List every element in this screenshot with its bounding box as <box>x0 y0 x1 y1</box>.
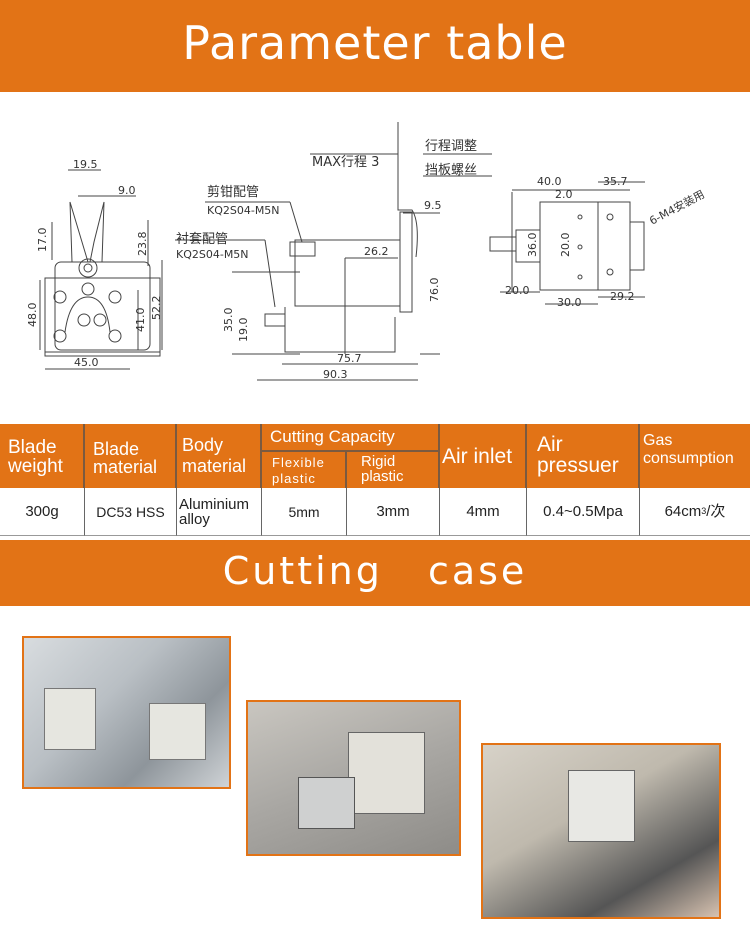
header-text: plastic <box>272 471 316 486</box>
header-text: weight <box>8 456 63 477</box>
dim-front-1: 19.5 <box>73 158 98 171</box>
dim-side-7: 90.3 <box>323 368 348 381</box>
dim-top-5: 20.0 <box>559 233 572 258</box>
header-text: Gas <box>643 432 673 449</box>
cutter-body <box>348 732 425 814</box>
cutter-blade <box>298 777 355 829</box>
cutter-body <box>568 770 635 842</box>
max-stroke-label: MAX行程 3 <box>312 155 379 170</box>
mount-label: 6-M4安装用 <box>647 187 707 228</box>
value-blade-material: DC53 HSS <box>85 488 177 536</box>
section-title: Cutting case <box>222 549 528 593</box>
dim-top-4: 36.0 <box>526 233 539 258</box>
header-text: Blade <box>8 437 57 458</box>
value-text: alloy <box>179 510 210 528</box>
header-text: pressuer <box>537 454 619 477</box>
case-photo-2 <box>246 700 461 856</box>
dim-front-7: 52.2 <box>150 296 163 321</box>
header-text: Rigid <box>361 453 396 470</box>
header-text: Air <box>537 433 563 456</box>
dim-side-1: 9.5 <box>424 199 442 212</box>
dim-front-3: 17.0 <box>36 228 49 253</box>
dim-top-2: 35.7 <box>603 175 628 188</box>
case-photo-3 <box>481 743 721 919</box>
value-air-inlet: 4mm <box>440 488 527 536</box>
dim-front-8: 45.0 <box>74 356 99 369</box>
value-rigid-plastic: 3mm <box>347 488 440 536</box>
header-text: plastic <box>361 468 404 485</box>
parameter-table-banner: Parameter table <box>0 0 750 92</box>
dim-side-5: 19.0 <box>237 318 250 343</box>
dim-side-6: 75.7 <box>337 352 362 365</box>
adjust-label-1: 行程调整 <box>425 139 477 154</box>
header-text: material <box>182 456 247 476</box>
header-text: consumption <box>643 450 734 467</box>
value-flexible-plastic: 5mm <box>262 488 347 536</box>
header-cutting-capacity: Cutting Capacity <box>262 424 440 452</box>
header-text: Flexible <box>272 455 325 470</box>
banner-title: Parameter table <box>182 16 568 70</box>
dim-top-8: 29.2 <box>610 290 635 303</box>
adjust-label-2: 挡板螺丝 <box>425 163 477 178</box>
header-text: Body <box>182 435 224 455</box>
case-photo-1 <box>22 636 231 789</box>
dim-side-3: 76.0 <box>428 278 441 303</box>
value-blade-weight: 300g <box>0 488 85 536</box>
pipe2-model: KQ2S04-M5N <box>176 248 249 261</box>
dim-front-2: 9.0 <box>118 184 136 197</box>
dim-front-6: 41.0 <box>134 308 147 333</box>
pipe2-label: 衬套配管 <box>176 231 228 247</box>
top-view <box>489 181 645 305</box>
dim-top-1: 40.0 <box>537 175 562 188</box>
header-text: Blade <box>93 439 140 459</box>
dim-side-2: 26.2 <box>364 245 389 258</box>
value-air-pressure: 0.4~0.5Mpa <box>527 488 640 536</box>
dim-front-5: 48.0 <box>26 303 39 328</box>
cutter-body <box>149 703 206 760</box>
cutting-case-banner: Cutting case <box>0 540 750 606</box>
pipe1-model: KQ2S04-M5N <box>207 204 280 217</box>
value-unit: /次 <box>706 503 726 520</box>
front-view <box>39 169 163 370</box>
dim-side-4: 35.0 <box>222 308 235 333</box>
dim-top-7: 30.0 <box>557 296 582 309</box>
dim-top-6: 20.0 <box>505 284 530 297</box>
value-sup: 3 <box>701 506 707 516</box>
value-text: 64cm <box>664 503 702 520</box>
technical-drawing: 19.5 9.0 17.0 23.8 48.0 41.0 52.2 45.0 剪… <box>26 122 707 381</box>
cutter-body <box>44 688 96 750</box>
header-air-inlet: Air inlet <box>440 424 527 488</box>
pipe1-label: 剪钳配管 <box>207 184 259 200</box>
dim-front-4: 23.8 <box>136 232 149 257</box>
side-view <box>175 122 492 381</box>
header-text: material <box>93 457 158 477</box>
value-text: Aluminium <box>179 495 250 513</box>
dim-top-3: 2.0 <box>555 188 573 201</box>
